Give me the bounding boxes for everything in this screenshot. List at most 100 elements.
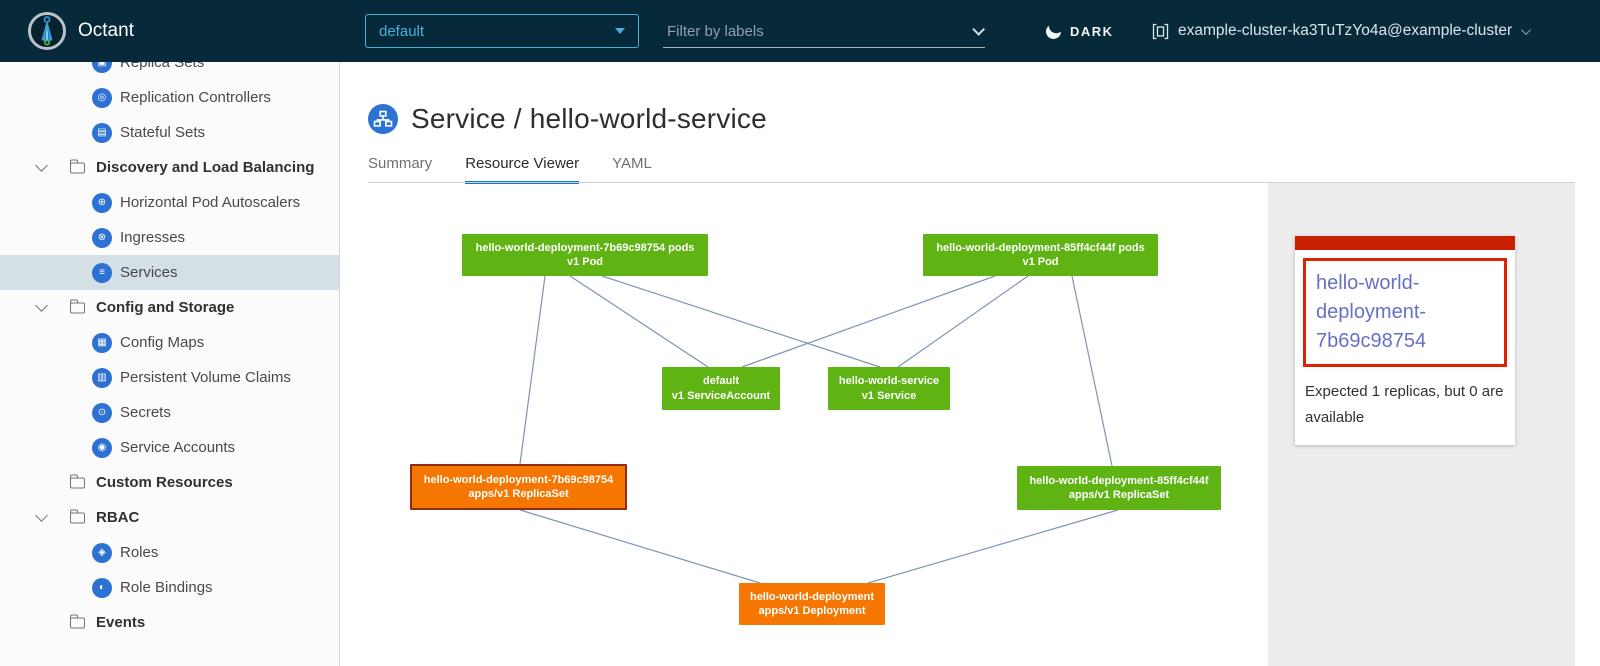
graph-edge <box>519 275 546 465</box>
tab-resource-viewer[interactable]: Resource Viewer <box>465 155 580 184</box>
config-maps-icon: ▦ <box>92 332 112 353</box>
sidebar-item-replica-sets[interactable]: ▣ Replica Sets <box>0 62 339 80</box>
sidebar-item-label: Roles <box>120 544 159 561</box>
sidebar-item-services[interactable]: ≡ Services <box>0 255 339 290</box>
sidebar-item-config-and-storage[interactable]: Config and Storage <box>0 290 339 325</box>
graph-node-label: v1 Pod <box>566 256 604 268</box>
sidebar-item-label: Config and Storage <box>96 299 235 316</box>
sidebar-item-role-bindings[interactable]: ◐Role Bindings <box>0 570 339 605</box>
tab-summary[interactable]: Summary <box>368 155 433 172</box>
page-title: Service / hello-world-service <box>411 103 767 134</box>
tab-bar: Summary Resource Viewer YAML <box>368 155 652 184</box>
graph-node-label: apps/v1 Deployment <box>758 605 866 617</box>
sidebar-item-ingresses[interactable]: ⊗Ingresses <box>0 220 339 255</box>
sidebar-item-label: Events <box>96 614 146 631</box>
folder-icon <box>69 299 85 313</box>
replica-sets-icon: ▣ <box>92 62 112 73</box>
graph-node-label: v1 Pod <box>1022 256 1059 268</box>
graph-node-label: hello-world-deployment <box>749 590 875 603</box>
context-label: example-cluster-ka3TuTzYo4a@example-clus… <box>1178 22 1513 39</box>
main-content: Service / hello-world-service Summary Re… <box>340 62 1600 666</box>
sidebar-item-discovery-and-load-balancing[interactable]: Discovery and Load Balancing <box>0 150 339 185</box>
chevron-down-icon[interactable] <box>35 158 48 172</box>
cluster-icon <box>1152 23 1169 40</box>
namespace-selector[interactable]: default <box>365 14 639 48</box>
graph-edge <box>867 509 1119 584</box>
graph-edges <box>519 275 1119 584</box>
tab-yaml[interactable]: YAML <box>612 155 652 172</box>
horizontal-pod-autoscalers-icon: ⊕ <box>92 192 112 213</box>
label-filter-input[interactable]: Filter by labels <box>663 16 985 48</box>
graph-edge <box>519 509 761 584</box>
graph-node-label: default <box>702 375 740 388</box>
graph-edge <box>897 275 1029 368</box>
folder-icon <box>69 509 85 523</box>
sidebar-item-persistent-volume-claims[interactable]: ▥ Persistent Volume Claims <box>0 360 339 395</box>
graph-node-label: apps/v1 ReplicaSet <box>468 488 569 500</box>
status-message: Expected 1 replicas, but 0 are available <box>1305 383 1504 426</box>
sidebar-item-label: Persistent Volume Claims <box>120 369 291 386</box>
sidebar-item-secrets[interactable]: ⊙Secrets <box>0 395 339 430</box>
sidebar: ▣ Replica Sets ◎ Replication Controllers ▤ St… <box>0 62 340 666</box>
sidebar-item-label: RBAC <box>96 509 140 526</box>
detail-panel: hello-world-deployment-7b69c98754 Expect… <box>1268 183 1575 666</box>
status-bar-error <box>1295 236 1515 250</box>
persistent-volume-claims-icon: ▥ <box>92 367 112 388</box>
chevron-down-icon[interactable] <box>35 298 48 312</box>
sidebar-item-roles[interactable]: ◈Roles <box>0 535 339 570</box>
sidebar-nav: ▣ Replica Sets ◎ Replication Controllers ▤ St… <box>0 62 339 640</box>
graph-node-deployment-hello-world-deployment[interactable]: hello-world-deployment apps/v1 Deployment <box>739 583 885 625</box>
sidebar-item-horizontal-pod-autoscalers[interactable]: ⊕Horizontal Pod Autoscalers <box>0 185 339 220</box>
stateful-sets-icon: ▤ <box>92 122 112 143</box>
filter-placeholder: Filter by labels <box>667 23 764 40</box>
sidebar-item-events[interactable]: Events <box>0 605 339 640</box>
sidebar-item-label: Service Accounts <box>120 439 236 456</box>
sidebar-item-service-accounts[interactable]: ◉Service Accounts <box>0 430 339 465</box>
folder-icon <box>69 474 85 488</box>
chevron-down-icon[interactable] <box>35 508 48 522</box>
theme-toggle-label: DARK <box>1070 23 1114 39</box>
sidebar-item-config-maps[interactable]: ▦Config Maps <box>0 325 339 360</box>
service-icon <box>368 104 398 134</box>
sidebar-item-replication-controllers[interactable]: ◎ Replication Controllers <box>0 80 339 115</box>
app-title: Octant <box>78 20 134 41</box>
sidebar-item-label: Replica Sets <box>120 62 205 71</box>
graph-edge <box>601 275 881 368</box>
sidebar-item-label: Discovery and Load Balancing <box>96 159 315 176</box>
ingresses-icon: ⊗ <box>92 227 112 248</box>
resource-link[interactable]: hello-world-deployment-7b69c98754 <box>1316 272 1427 352</box>
top-navbar: Octant default Filter by labels DARK exa… <box>0 0 1600 62</box>
graph-node-replicaset-85ff4cf44f[interactable]: hello-world-deployment-85ff4cf44f apps/v1… <box>1017 466 1221 510</box>
octant-logo-icon <box>27 11 67 51</box>
graph-edge <box>569 275 709 368</box>
graph-node-label: v1 Service <box>861 389 917 402</box>
sidebar-item-label: Custom Resources <box>96 474 233 491</box>
folder-icon <box>69 614 85 628</box>
context-selector[interactable]: example-cluster-ka3TuTzYo4a@example-clus… <box>1152 0 1532 62</box>
sidebar-item-label: Stateful Sets <box>120 124 206 141</box>
graph-node-label: hello-world-service <box>838 375 940 388</box>
services-icon: ≡ <box>92 262 112 283</box>
selected-node-box: hello-world-deployment-7b69c98754 <box>1303 258 1507 367</box>
theme-toggle-button[interactable]: DARK <box>1046 0 1114 62</box>
sidebar-item-rbac[interactable]: RBAC <box>0 500 339 535</box>
sidebar-item-label: Services <box>120 264 178 281</box>
replication-controllers-icon: ◎ <box>92 87 112 108</box>
sidebar-item-custom-resources[interactable]: Custom Resources <box>0 465 339 500</box>
chevron-down-icon <box>972 23 985 36</box>
sidebar-item-stateful-sets[interactable]: ▤ Stateful Sets <box>0 115 339 150</box>
graph-edge <box>741 275 996 368</box>
moon-icon <box>1044 21 1064 41</box>
graph-node-label: apps/v1 ReplicaSet <box>1068 489 1170 501</box>
sidebar-item-label: Replication Controllers <box>120 89 271 106</box>
caret-down-icon <box>615 28 625 34</box>
graph-node-label: hello-world-deployment-85ff4cf44f <box>1029 474 1209 487</box>
folder-icon <box>69 159 85 173</box>
secrets-icon: ⊙ <box>92 402 112 423</box>
